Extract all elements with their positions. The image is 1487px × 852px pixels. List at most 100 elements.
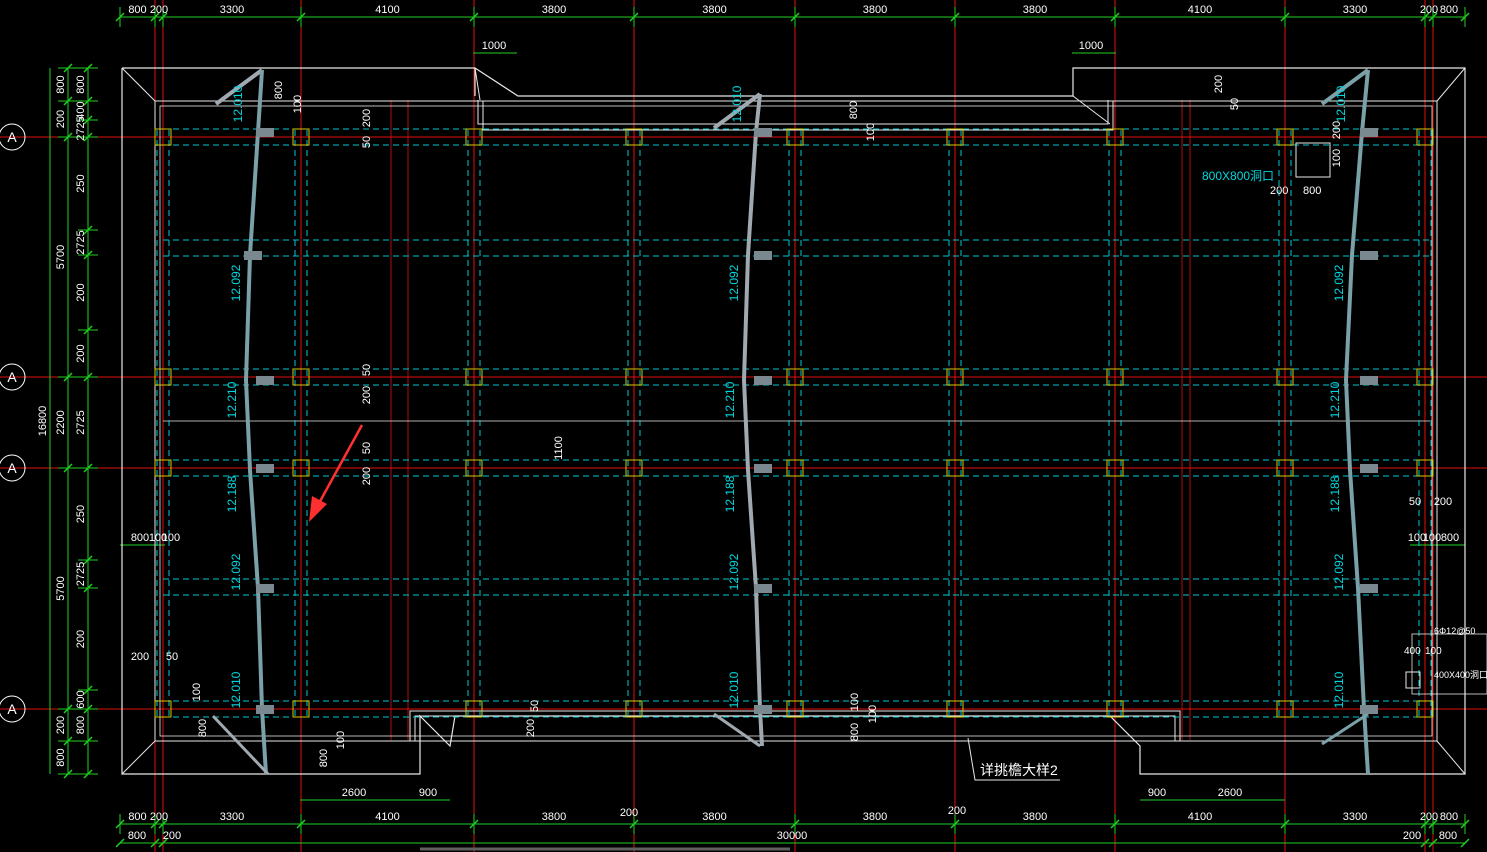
column	[1106, 459, 1124, 477]
dim-text-side: 50	[166, 651, 178, 663]
dim-text-bottom: 4100	[1188, 811, 1212, 823]
column	[1276, 128, 1294, 146]
dim-tick	[1460, 838, 1470, 848]
dim-text-left-inner: 250	[75, 174, 87, 192]
dim-text-left-inner: 2725	[75, 410, 87, 434]
opening-800x800[interactable]: 800X800洞口 200 800	[1202, 142, 1331, 197]
callout-eave-detail[interactable]: 详挑檐大样2	[967, 737, 1060, 781]
building-outline	[121, 67, 1466, 775]
elevation-label: 12.210	[225, 381, 239, 418]
dim-text-side: 50	[1409, 496, 1421, 508]
column	[1106, 700, 1124, 718]
dim-tick	[1428, 12, 1438, 22]
dim-text-bottom2: 800	[128, 830, 146, 842]
dim-text-bottom2: 200	[163, 830, 181, 842]
corner-diagonal	[1436, 67, 1466, 102]
dim-text-top: 4100	[1188, 4, 1212, 16]
grid-bubble[interactable]: A	[0, 363, 26, 391]
elevation-label: 12.188	[225, 475, 239, 512]
dim-tick	[83, 115, 93, 125]
slope-tab	[1360, 376, 1378, 385]
slope-line	[1321, 712, 1369, 746]
column	[292, 128, 310, 146]
column	[1276, 459, 1294, 477]
dim-text-bottom: 3800	[542, 811, 566, 823]
dim-text-left-inner: 600	[75, 690, 87, 708]
notch-line	[477, 100, 1109, 125]
dim-text-left-total: 16800	[37, 406, 49, 437]
dim-text-left: 800	[55, 75, 67, 93]
slope-tab	[754, 464, 772, 473]
corner-diagonal	[1072, 95, 1111, 125]
column	[625, 700, 643, 718]
red-arrow-marker	[309, 424, 364, 522]
slope-tab	[754, 376, 772, 385]
dim-tick	[158, 819, 168, 829]
dim-text-misc: 100	[335, 731, 347, 749]
dim-tick	[158, 838, 168, 848]
dim-tick	[950, 12, 960, 22]
notch-line	[409, 710, 1181, 741]
dim-text-left-inner: 200	[75, 630, 87, 648]
dim-text-notch: 1000	[482, 40, 506, 52]
dim-tick	[790, 819, 800, 829]
dim-tick	[63, 769, 73, 779]
dim-text-misc: 50	[361, 442, 373, 454]
dim-tick	[1280, 12, 1290, 22]
column	[946, 700, 964, 718]
rebar-note: 6Φ12@50	[1434, 626, 1475, 636]
column	[1276, 368, 1294, 386]
dim-text-left-inner: 250	[75, 505, 87, 523]
grid-bubble[interactable]: A	[0, 454, 26, 482]
slope-tab	[754, 128, 772, 137]
elevation-label: 12.188	[723, 475, 737, 512]
dim-tick	[83, 769, 93, 779]
dim-tick	[115, 838, 125, 848]
dim-text-misc: 200	[361, 109, 373, 127]
dim-tick	[1110, 819, 1120, 829]
grid-bubble-label: A	[7, 129, 17, 145]
grid-bubble[interactable]: A	[0, 695, 26, 723]
notch-line	[414, 715, 1176, 741]
dim-text-misc: 200	[525, 719, 537, 737]
elevation-label: 12.092	[1332, 553, 1346, 590]
corner-diagonal	[474, 67, 481, 101]
dim-tick	[469, 819, 479, 829]
dim-text-top: 4100	[375, 4, 399, 16]
dim-text-misc: 1100	[553, 436, 565, 460]
dim-text-left: 5700	[55, 576, 67, 600]
opening-400x400[interactable]: 6Φ12@50 400X400洞口 400 100	[1404, 626, 1487, 695]
slope-tab	[256, 705, 274, 714]
column	[154, 368, 172, 386]
grid-bubble[interactable]: A	[0, 123, 26, 151]
slope-tab	[244, 251, 262, 260]
column	[292, 700, 310, 718]
column	[1416, 700, 1434, 718]
elevation-label: 12.010	[229, 671, 243, 708]
grid-bubble-label: A	[7, 701, 17, 717]
dim-text-misc: 100	[867, 705, 879, 723]
outer-outline	[121, 67, 1466, 775]
dim-text-bottom2: 30000	[777, 830, 808, 842]
dim-text-bottom: 3300	[220, 811, 244, 823]
grid-bubble-label: A	[7, 460, 17, 476]
column	[625, 459, 643, 477]
dim-text-misc: 50	[361, 136, 373, 148]
dim-tick	[83, 372, 93, 382]
dim-text-top: 800	[128, 4, 146, 16]
dim-text-misc: 100	[292, 95, 304, 113]
column	[1416, 128, 1434, 146]
dim-tick	[158, 12, 168, 22]
slope-line	[211, 714, 270, 776]
dim-text-side: 800	[131, 532, 149, 544]
dim-tick	[1280, 819, 1290, 829]
small-opening-dim: 400	[1404, 646, 1421, 657]
dim-tick	[83, 583, 93, 593]
dim-tick	[63, 736, 73, 746]
dim-text-bottom: 3800	[1023, 811, 1047, 823]
roof-slope-lines	[211, 68, 1378, 776]
slope-tab	[1360, 705, 1378, 714]
